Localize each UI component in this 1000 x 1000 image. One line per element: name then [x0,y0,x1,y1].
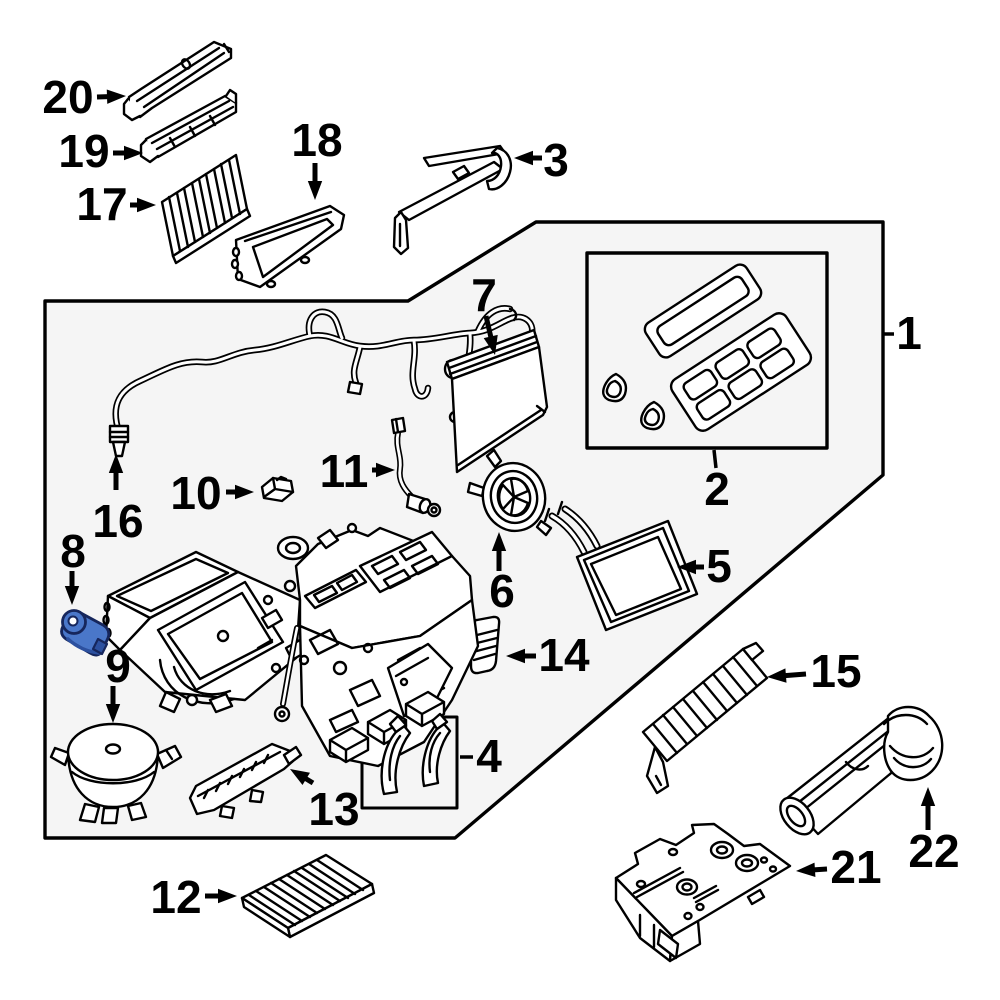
callout-4: 4 [460,730,502,782]
part-19-filter-frame [139,88,238,164]
callout-9: 9 [105,640,131,723]
callout-20-number: 20 [42,71,93,123]
callout-9-arrowhead [105,704,121,723]
callout-6-number: 6 [489,565,515,617]
callout-3-arrowhead [514,150,533,166]
callout-10-number: 10 [170,467,221,519]
callout-21: 21 [796,841,882,893]
part-7-evaporator-core [443,328,549,474]
callout-16: 16 [92,454,144,547]
callout-12-number: 12 [150,871,201,923]
part-3-support-bracket [392,144,512,256]
callout-14-number: 14 [538,629,590,681]
callout-18: 18 [291,114,343,200]
callout-5-number: 5 [706,540,732,592]
callout-10-arrowhead [235,484,254,500]
callout-7-arrowhead [483,334,498,355]
control-cable [273,628,297,723]
callout-17-arrowhead [137,197,156,213]
callout-17: 17 [76,178,156,230]
part-18-lower-filter-housing [230,204,346,289]
callout-5-arrowhead [677,559,696,575]
callout-6-arrowhead [491,532,507,551]
callout-11: 11 [320,445,395,497]
callout-1: 1 [884,307,922,359]
callout-15-number: 15 [810,645,861,697]
part-17-pleated-filter [160,153,252,265]
callout-4-number: 4 [476,730,502,782]
callout-11-arrowhead [376,462,395,478]
part-10-relay-connector [260,475,295,503]
callout-16-number: 16 [92,495,143,547]
callout-19-arrowhead [124,145,143,161]
callout-18-arrowhead [307,181,323,200]
part-5-heater-core [543,500,699,632]
callout-17-number: 17 [76,178,127,230]
callout-8-number: 8 [60,525,86,577]
part-2-gasket-kit [602,263,813,432]
part-11-temperature-sensor-lead [390,416,442,518]
callout-20-arrowhead [106,89,126,104]
callout-18-number: 18 [291,114,342,166]
callout-9-number: 9 [105,640,131,692]
part-12-cabin-air-filter [240,853,376,939]
callout-2-number: 2 [704,463,730,515]
callout-2-leader [712,449,718,469]
part-20-filter-cover-rail [122,40,233,122]
harness-connector [108,424,130,444]
callout-2: 2 [704,449,730,515]
part-22-air-duct [779,705,944,836]
callout-10: 10 [170,467,254,519]
part-21-mounting-plate [614,822,792,963]
callout-3-number: 3 [543,134,569,186]
part-6-blower-wheel-seal [466,448,553,537]
part-13-mounting-bracket [188,742,303,820]
part-4-retaining-straps [380,712,452,796]
callout-20: 20 [42,71,126,123]
callout-15-arrowhead [767,668,787,683]
callout-5: 5 [677,540,732,592]
callout-8: 8 [60,525,86,605]
callout-12-arrowhead [218,888,237,904]
part-9-blower-motor [49,722,183,825]
callout-7: 7 [471,269,498,355]
callout-7-number: 7 [471,269,497,321]
callout-14: 14 [506,629,590,681]
callout-13-arrowhead [290,769,310,786]
callout-11-number: 11 [320,445,369,497]
part-8-sensor-highlighted [60,609,111,657]
callout-16-arrowhead [108,454,124,473]
callout-14-arrowhead [506,648,525,664]
callout-22-arrowhead [920,787,936,806]
callout-15: 15 [767,645,862,697]
callout-22: 22 [908,787,960,877]
callout-13: 13 [290,769,360,835]
callout-8-arrowhead [64,586,80,605]
callout-6: 6 [489,532,515,617]
callout-13-number: 13 [308,783,359,835]
callout-3: 3 [514,134,569,186]
callout-22-number: 22 [908,825,959,877]
callout-12: 12 [150,871,237,923]
callout-21-number: 21 [830,841,881,893]
callout-21-arrowhead [796,862,816,877]
callout-19-number: 19 [58,125,109,177]
callout-19: 19 [58,125,143,177]
callout-1-number: 1 [896,307,922,359]
part-15-auxiliary-heater [641,641,769,795]
